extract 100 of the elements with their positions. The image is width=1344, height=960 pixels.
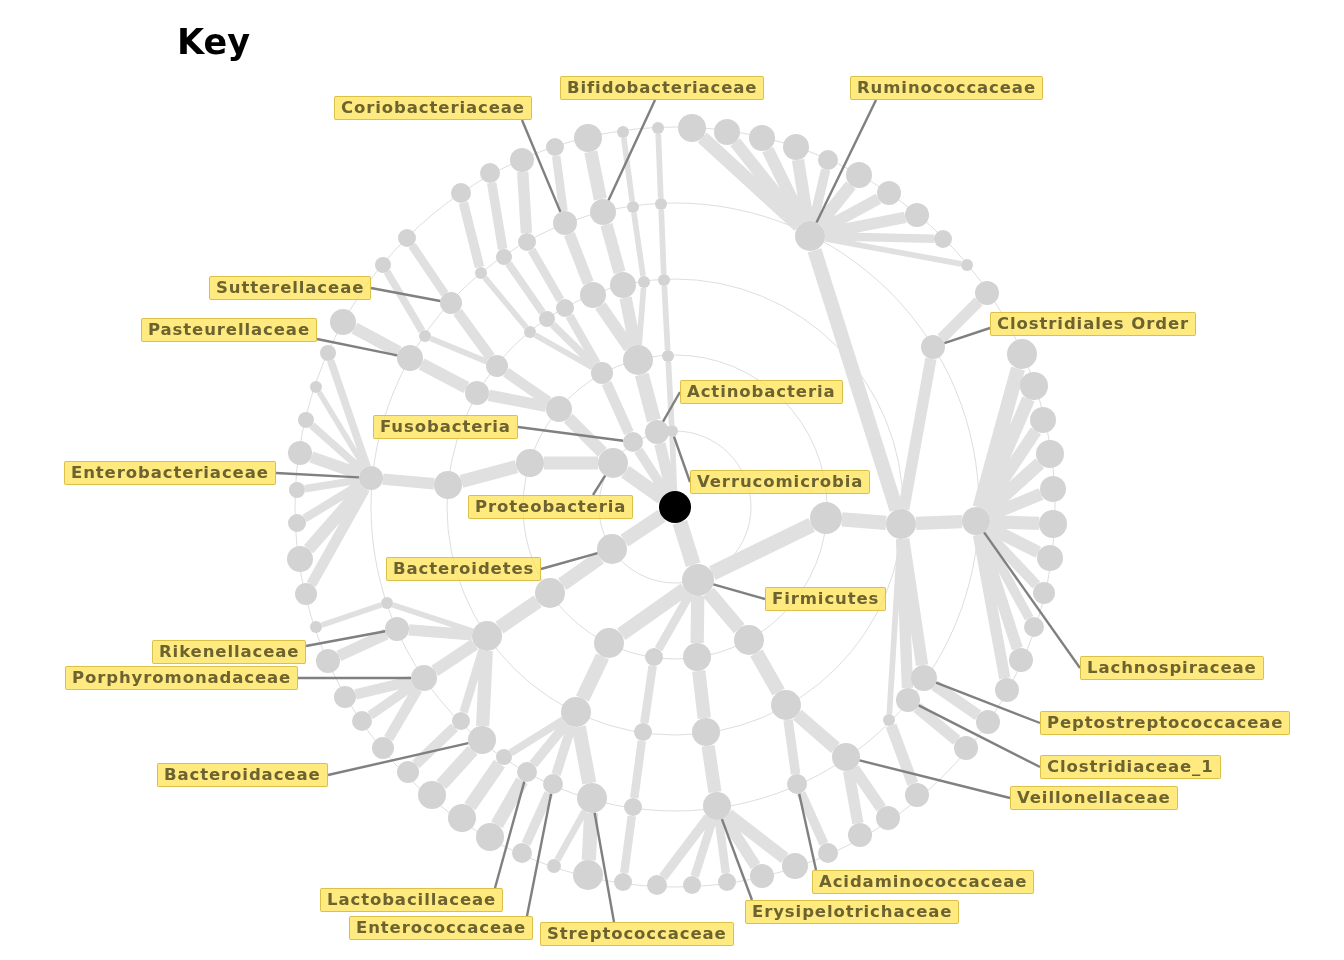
branch-fan bbox=[391, 602, 493, 727]
tree-node bbox=[510, 148, 534, 172]
branch-line bbox=[937, 297, 983, 343]
tree-node bbox=[535, 578, 565, 608]
tree-node bbox=[574, 124, 602, 152]
name-label: Pasteurellaceae bbox=[141, 318, 317, 342]
tree-node bbox=[1039, 510, 1067, 538]
tree-node bbox=[475, 267, 487, 279]
leader-line bbox=[370, 286, 441, 303]
tree-node bbox=[397, 345, 423, 371]
tree-node bbox=[287, 546, 313, 572]
leader-line bbox=[983, 531, 1081, 669]
tree-node bbox=[334, 686, 356, 708]
branch-line bbox=[931, 680, 982, 720]
leader-line bbox=[275, 471, 360, 479]
leader-line bbox=[520, 119, 562, 213]
branch-line bbox=[584, 150, 607, 201]
leader-line bbox=[305, 630, 386, 648]
name-label: Porphyromonadaceae bbox=[65, 666, 299, 690]
leader-line bbox=[815, 99, 878, 224]
tree-node bbox=[310, 621, 322, 633]
tree-node bbox=[359, 466, 383, 490]
tree-node bbox=[397, 761, 419, 783]
name-label: Bacteroidaceae bbox=[157, 763, 328, 787]
tree-node bbox=[623, 432, 643, 452]
leader-line bbox=[672, 436, 692, 483]
tree-node bbox=[316, 649, 340, 673]
tree-node bbox=[962, 507, 990, 535]
tree-node bbox=[734, 625, 764, 655]
branch-line bbox=[464, 759, 505, 811]
tree-node bbox=[472, 621, 502, 651]
title: Key bbox=[177, 21, 251, 64]
tree-node bbox=[546, 138, 564, 156]
name-label: Erysipelotrichaceae bbox=[745, 900, 960, 924]
tree-node bbox=[647, 875, 667, 895]
name-label: Rikenellaceae bbox=[152, 640, 307, 664]
branch-line bbox=[576, 653, 609, 702]
tree-node bbox=[543, 774, 563, 794]
tree-node bbox=[666, 425, 678, 437]
branch-fan bbox=[554, 809, 599, 862]
tree-node bbox=[546, 396, 572, 422]
tree-node bbox=[652, 122, 664, 134]
tree-node bbox=[590, 199, 616, 225]
branch-line bbox=[621, 137, 635, 202]
name-label: Bacteroidetes bbox=[386, 557, 542, 581]
name-label: Sutterellaceae bbox=[209, 276, 372, 300]
name-label: Ruminococcaceae bbox=[850, 76, 1043, 100]
tree-node bbox=[418, 781, 446, 809]
name-label: Clostridiales Order bbox=[990, 312, 1197, 336]
leader-line bbox=[327, 741, 469, 777]
tree-node bbox=[921, 335, 945, 359]
tree-node bbox=[372, 737, 394, 759]
tree-node bbox=[480, 163, 500, 183]
tree-node bbox=[289, 482, 305, 498]
name-label: Veillonellaceae bbox=[1010, 786, 1178, 810]
tree-node bbox=[561, 697, 591, 727]
branch-fan bbox=[842, 765, 886, 825]
tree-node bbox=[516, 449, 544, 477]
leader-line bbox=[661, 391, 682, 423]
tree-node bbox=[1040, 476, 1066, 502]
branch-fan bbox=[302, 359, 371, 587]
tree-node bbox=[645, 648, 663, 666]
tree-node bbox=[783, 134, 809, 160]
branch-fan bbox=[659, 809, 789, 880]
tree-node bbox=[518, 233, 536, 251]
tree-node bbox=[1024, 617, 1044, 637]
tree-node bbox=[468, 726, 496, 754]
branch-fan bbox=[544, 413, 607, 470]
branch-line bbox=[436, 745, 478, 790]
name-label: Proteobacteria bbox=[468, 495, 634, 519]
tree-node bbox=[846, 162, 872, 188]
tree-node bbox=[440, 292, 462, 314]
name-label: Streptococcaceae bbox=[540, 922, 734, 946]
tree-node bbox=[995, 678, 1019, 702]
branch-line bbox=[750, 649, 785, 696]
leader-line bbox=[944, 326, 991, 345]
tree-node bbox=[298, 412, 314, 428]
branch-line bbox=[505, 261, 546, 315]
tree-node bbox=[594, 628, 624, 658]
branch-line bbox=[521, 791, 554, 846]
branch-line bbox=[351, 322, 402, 358]
tree-node bbox=[512, 843, 532, 863]
branch-fan bbox=[487, 368, 552, 413]
tree-node bbox=[795, 221, 825, 251]
branch-line bbox=[655, 133, 664, 199]
name-label: Clostridiaceae_1 bbox=[1040, 755, 1221, 779]
leader-line bbox=[316, 337, 398, 357]
tree-node bbox=[883, 714, 895, 726]
tree-node bbox=[381, 597, 393, 609]
tree-node bbox=[848, 823, 872, 847]
branch-line bbox=[601, 380, 634, 435]
tree-node bbox=[877, 181, 901, 205]
tree-node bbox=[330, 309, 356, 335]
branch-line bbox=[665, 361, 675, 426]
branch-fan bbox=[533, 313, 601, 370]
tree-node bbox=[597, 534, 627, 564]
tree-node bbox=[556, 299, 574, 317]
tree-node bbox=[451, 183, 471, 203]
branch-line bbox=[418, 358, 470, 393]
tree-node bbox=[1007, 339, 1037, 369]
